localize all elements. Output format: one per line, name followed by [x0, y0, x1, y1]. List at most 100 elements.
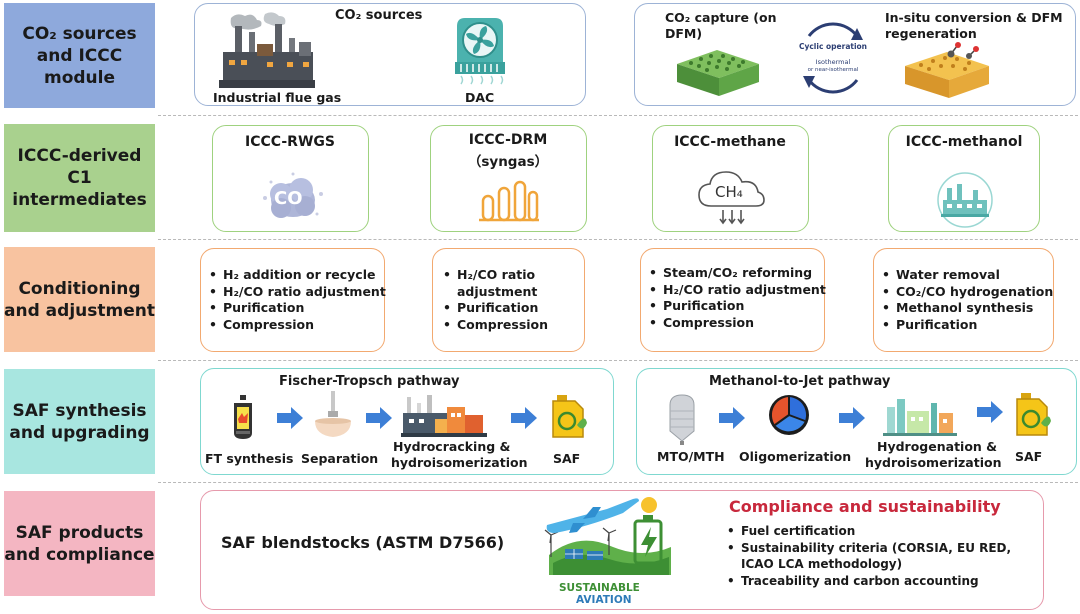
arrow-right-icon — [277, 407, 303, 429]
list-item: Purification — [209, 300, 386, 317]
oligomerization-icon — [769, 395, 809, 435]
logo-line1: SUSTAINABLE — [559, 582, 640, 594]
list-item: Purification — [443, 300, 548, 317]
mtj-step2-label: Oligomerization — [739, 449, 852, 464]
list-item: CO₂/CO hydrogenation — [882, 284, 1053, 301]
row-label-saf-synthesis: SAF synthesis and upgrading — [4, 369, 155, 474]
separator-2 — [158, 239, 1078, 240]
co2-capture-label: CO₂ capture (on DFM) — [665, 10, 777, 41]
blendstocks-label: SAF blendstocks (ASTM D7566) — [221, 533, 505, 552]
separation-icon — [315, 391, 351, 437]
cycle-arrows-icon — [803, 22, 863, 94]
list-item-continuation: adjustment — [457, 283, 538, 299]
list-item: adjustment — [443, 284, 548, 301]
conditioning-rwgs-list: H₂ addition or recycle H₂/CO ratio adjus… — [209, 267, 386, 333]
rwgs-box: ICCC-RWGS CO — [212, 125, 369, 232]
ft-step2-label: Separation — [301, 451, 379, 466]
arrow-right-icon — [511, 407, 537, 429]
co2-sources-box: CO₂ sources Industrial flue gas — [194, 3, 586, 106]
arrow-right-icon — [977, 401, 1003, 423]
conditioning-methane-list: Steam/CO₂ reforming H₂/CO ratio adjustme… — [649, 265, 826, 331]
saf-fuel-can-icon — [1016, 393, 1051, 436]
drm-subtitle: （syngas） — [467, 154, 549, 170]
co-icon-text: CO — [274, 188, 303, 209]
conditioning-rwgs-box: H₂ addition or recycle H₂/CO ratio adjus… — [200, 248, 386, 352]
methanol-title: ICCC-methanol — [905, 134, 1023, 150]
list-item: Traceability and carbon accounting — [727, 573, 1011, 590]
row-label-saf-products: SAF products and compliance — [4, 491, 155, 596]
arrow-right-icon — [719, 407, 745, 429]
ft-pathway-title: Fischer-Tropsch pathway — [279, 374, 460, 389]
rwgs-title: ICCC-RWGS — [245, 134, 335, 150]
methane-title: ICCC-methane — [674, 134, 786, 150]
logo-line2: AVIATION — [576, 594, 632, 606]
gas-tanks-icon — [479, 180, 539, 222]
methanol-box: ICCC-methanol — [888, 125, 1040, 232]
mtj-step3-line2: hydroisomerization — [865, 455, 1002, 470]
list-item: Fuel certification — [727, 523, 1011, 540]
ft-pathway-box: Fischer-Tropsch pathway FT synthesis Sep… — [200, 368, 614, 475]
ft-step1-label: FT synthesis — [205, 451, 294, 466]
flue-gas-label: Industrial flue gas — [213, 90, 342, 105]
list-item: ICAO LCA methodology) — [727, 556, 1011, 573]
drm-box: ICCC-DRM （syngas） — [430, 125, 587, 232]
dac-fan-icon — [455, 18, 505, 85]
conditioning-methanol-box: Water removal CO₂/CO hydrogenation Metha… — [873, 248, 1054, 352]
row-label-conditioning: Conditioning and adjustment — [4, 247, 155, 352]
mto-reactor-icon — [669, 394, 695, 445]
co-cloud-icon — [263, 172, 323, 218]
iccc-module-box: CO₂ capture (on DFM) Cyclic operation Is… — [634, 3, 1076, 106]
methane-box: ICCC-methane CH₄ — [652, 125, 809, 232]
dac-label: DAC — [465, 90, 495, 105]
list-item: H₂/CO ratio — [443, 267, 548, 284]
arrow-right-icon — [839, 407, 865, 429]
compliance-list: Fuel certification Sustainability criter… — [727, 523, 1011, 589]
factory-icon — [219, 12, 315, 88]
list-item: Sustainability criteria (CORSIA, EU RED, — [727, 540, 1011, 557]
conversion-label: In-situ conversion & DFM regeneration — [885, 10, 1063, 41]
hydrogenation-plant-icon — [883, 399, 957, 436]
ch4-cloud-icon — [698, 171, 765, 225]
row-label-c1-intermediates: ICCC-derived C1 intermediates — [4, 124, 155, 232]
dfm-regeneration-icon — [905, 42, 989, 98]
ft-step4-label: SAF — [553, 451, 581, 466]
mtj-pathway-box: Methanol-to-Jet pathway MTO/MTH Oligomer… — [636, 368, 1077, 475]
compliance-title: Compliance and sustainability — [729, 497, 1001, 516]
list-item: Purification — [649, 298, 826, 315]
ft-reactor-icon — [234, 395, 252, 439]
mtj-step3-line1: Hydrogenation & — [877, 439, 998, 454]
list-item: Water removal — [882, 267, 1053, 284]
methanol-plant-icon — [937, 172, 993, 228]
drm-title: ICCC-DRM — [468, 132, 548, 148]
products-box: SAF blendstocks (ASTM D7566) SUSTAINABLE… — [200, 490, 1044, 610]
mtj-step4-label: SAF — [1015, 449, 1043, 464]
list-item: H₂ addition or recycle — [209, 267, 386, 284]
list-item: Purification — [882, 317, 1053, 334]
separator-4 — [158, 482, 1078, 483]
list-item: H₂/CO ratio adjustment — [209, 284, 386, 301]
list-item: Compression — [649, 315, 826, 332]
conditioning-drm-box: H₂/CO ratio adjustment Purification Comp… — [432, 248, 585, 352]
mtj-step1-label: MTO/MTH — [657, 449, 725, 464]
saf-fuel-can-icon — [552, 395, 587, 438]
conditioning-drm-list: H₂/CO ratio adjustment Purification Comp… — [443, 267, 548, 333]
row-label-co2-sources: CO₂ sources and ICCC module — [4, 3, 155, 108]
sustainable-aviation-logo — [544, 497, 671, 575]
ch4-icon-text: CH₄ — [715, 183, 743, 201]
arrow-right-icon — [366, 407, 392, 429]
list-item: Compression — [209, 317, 386, 334]
conditioning-methane-box: Steam/CO₂ reforming H₂/CO ratio adjustme… — [640, 248, 826, 352]
list-item-continuation: ICAO LCA methodology) — [741, 557, 903, 571]
mtj-pathway-title: Methanol-to-Jet pathway — [709, 374, 891, 389]
list-item: H₂/CO ratio adjustment — [649, 282, 826, 299]
conditioning-methanol-list: Water removal CO₂/CO hydrogenation Metha… — [882, 267, 1053, 333]
co2-sources-title: CO₂ sources — [335, 8, 423, 23]
dfm-capture-icon — [677, 50, 759, 96]
separator-1 — [158, 115, 1078, 116]
list-item: Steam/CO₂ reforming — [649, 265, 826, 282]
cycle-line2: or near-isothermal — [807, 67, 859, 73]
separator-3 — [158, 360, 1078, 361]
cycle-title: Cyclic operation — [798, 42, 868, 51]
cycle-line1: Isothermal — [815, 58, 851, 66]
refinery-icon — [401, 395, 487, 437]
